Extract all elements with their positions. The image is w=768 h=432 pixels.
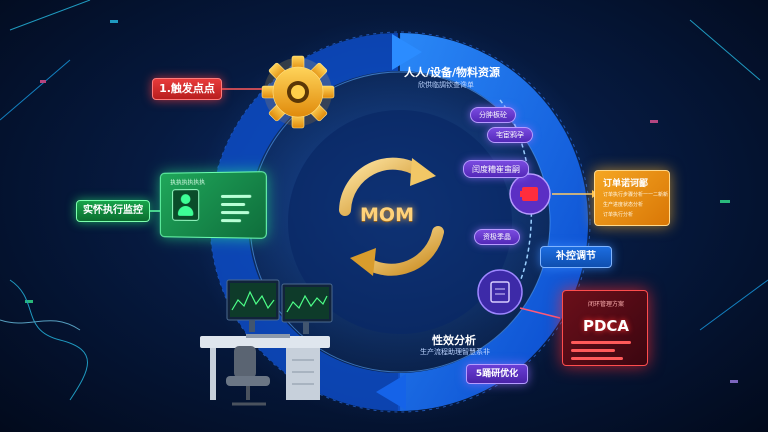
office-chair — [226, 346, 270, 406]
pdca-connector — [519, 307, 561, 319]
analysis-subtitle: 生产流程助理智慧系非 — [420, 348, 490, 356]
step-pill: 闰度糟崔蛮嗣 — [463, 160, 529, 178]
supplement-label: 补控调节 — [540, 246, 612, 268]
step-pill: 资极季晶 — [474, 229, 520, 245]
resources-subtitle: 欣供临調钦查谗单 — [418, 81, 474, 89]
resources-title: 人人/设备/物料资源 — [404, 66, 501, 79]
pdca-caption: 闭环管理方案 — [587, 301, 624, 308]
execution-monitor-card: 执执执执执执 — [159, 171, 267, 239]
step-pill: 分肿板砼 — [470, 107, 516, 123]
trigger-label: 1.触发点点 — [152, 78, 222, 100]
pdca-title: PDCA — [582, 317, 630, 335]
monitor-right — [281, 283, 333, 334]
monitor-left — [226, 279, 280, 332]
center-title: MOM — [360, 204, 414, 226]
card-line — [220, 194, 252, 198]
order-tracking-card: 订单诺诃鄙 订单执行步骤分析一一二新新 生产进度状态分析 订单执行分析 — [594, 170, 670, 226]
document-node — [477, 269, 523, 315]
card-line — [220, 211, 250, 215]
pdca-bar — [571, 349, 615, 352]
order-card-title: 订单诺诃鄙 — [603, 179, 649, 189]
card-line — [220, 202, 246, 207]
card-line — [220, 219, 242, 223]
pdca-card: 闭环管理方案 PDCA — [562, 290, 648, 366]
pdca-bar — [571, 341, 631, 344]
execution-label: 实怀执行监控 — [76, 200, 150, 222]
analysis-title: 性效分析 — [432, 334, 476, 347]
order-card-row: 生产进度状态分析 — [603, 202, 644, 208]
order-card-row: 订单执行步骤分析一一二新新 — [603, 192, 669, 198]
optimize-label: 5踊研优化 — [466, 364, 528, 384]
cycle-arrows-icon — [339, 157, 444, 276]
execution-card-header: 执执执执执执 — [170, 179, 206, 187]
operator-workstation — [200, 279, 333, 406]
operator-avatar-icon — [172, 189, 200, 221]
background-light-streaks — [0, 0, 768, 401]
order-card-row: 订单执行分析 — [603, 212, 634, 218]
step-pill: 宅宦鸦孕 — [487, 127, 533, 143]
gear-icon — [261, 55, 335, 129]
pdca-bar — [571, 357, 623, 360]
order-node — [509, 173, 551, 215]
